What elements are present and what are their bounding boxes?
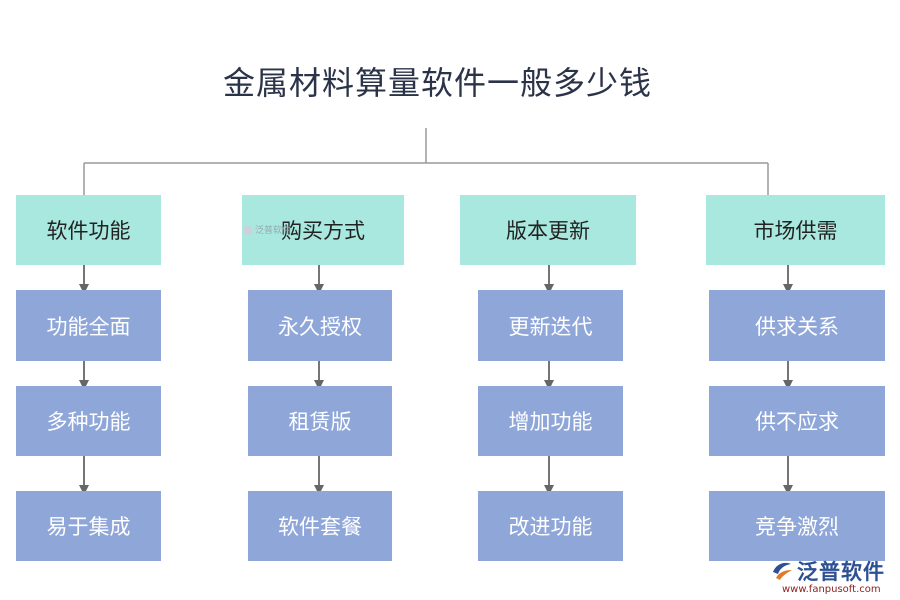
node-item: 更新迭代	[478, 290, 623, 361]
node-item: 改进功能	[478, 491, 623, 561]
brand-mark-icon	[773, 562, 792, 580]
node-item: 功能全面	[16, 290, 161, 361]
node-item: 多种功能	[16, 386, 161, 456]
node-item: 供求关系	[709, 290, 885, 361]
column-heading-software-features: 软件功能	[16, 195, 161, 265]
node-item: 供不应求	[709, 386, 885, 456]
node-item: 软件套餐	[248, 491, 392, 561]
node-item: 永久授权	[248, 290, 392, 361]
brand-logo: 泛普软件 www.fanpusoft.com	[770, 556, 895, 596]
node-item: 租赁版	[248, 386, 392, 456]
column-heading-market-supply-demand: 市场供需	[706, 195, 885, 265]
node-item: 竞争激烈	[709, 491, 885, 561]
watermark-logo-icon	[243, 224, 253, 235]
node-item: 易于集成	[16, 491, 161, 561]
column-heading-version-update: 版本更新	[460, 195, 636, 265]
diagram-title: 金属材料算量软件一般多少钱	[222, 64, 652, 102]
column-heading-purchase-method: 购买方式	[242, 195, 404, 265]
node-item: 增加功能	[478, 386, 623, 456]
watermark: 泛普软件	[243, 223, 291, 236]
brand-name: 泛普软件	[797, 560, 885, 584]
brand-url: www.fanpusoft.com	[782, 584, 881, 595]
